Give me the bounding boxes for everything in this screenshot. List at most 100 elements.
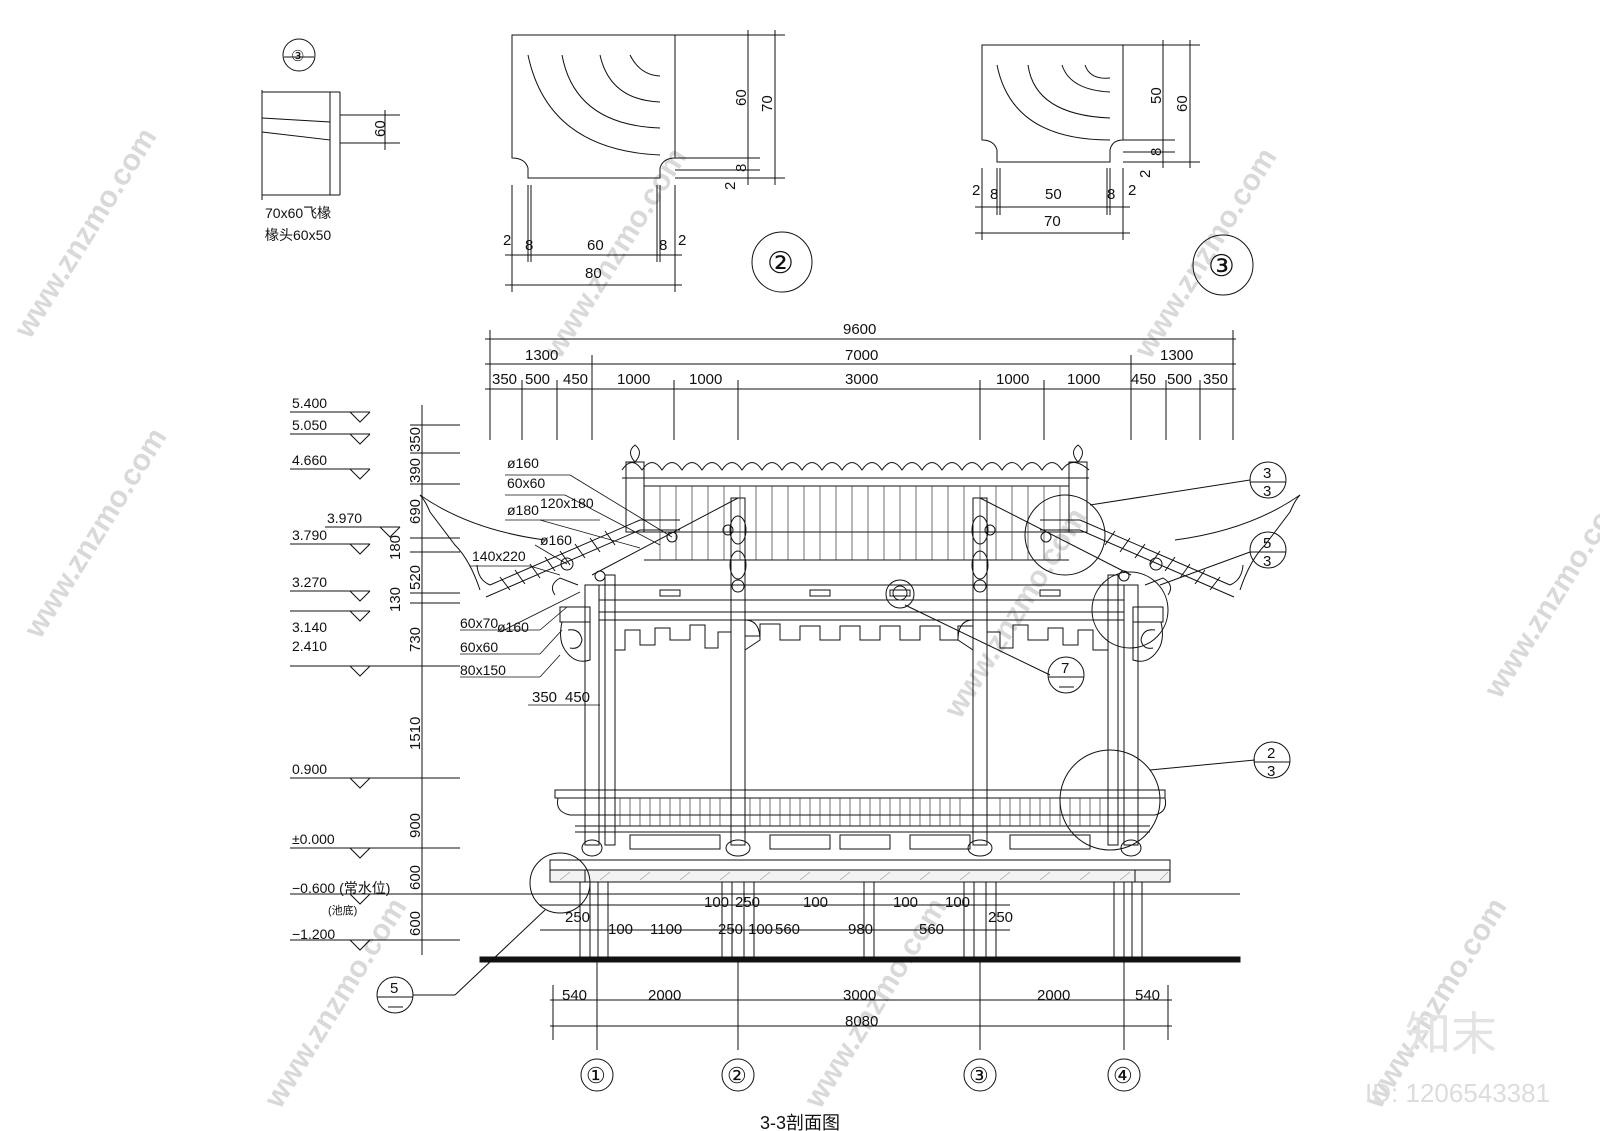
detail3-callout: ③	[1208, 250, 1235, 283]
brand-logo: 知末	[1405, 1008, 1497, 1060]
platform	[480, 860, 1240, 962]
base-dim: 980	[848, 921, 873, 938]
base-dim: 100	[748, 921, 773, 938]
member-note: 60x60	[460, 639, 498, 655]
elevation-label: −1.200	[292, 926, 335, 942]
note-leaders	[460, 475, 672, 705]
elevation-label: ±0.000	[292, 831, 335, 847]
watermark-site: www.znzmo.com	[7, 122, 163, 344]
base-dim: 250	[988, 909, 1013, 926]
base-dim: 100	[704, 894, 729, 911]
balustrade	[555, 790, 1166, 856]
image-id: ID: 1206543381	[1365, 1078, 1550, 1108]
base-dim: 100	[803, 894, 828, 911]
detail3-dim: 2	[972, 182, 980, 199]
text-layer: ③ 60 70x60飞椽 椽头60x50 60 70 8 2 2 8 60 8 …	[265, 48, 1275, 1131]
top-dim-2: 1300	[1160, 347, 1193, 364]
watermark-site: www.znzmo.com	[17, 422, 173, 644]
base-dim: 560	[919, 921, 944, 938]
grid-axis: ④	[1113, 1063, 1133, 1088]
member-note: ø160	[540, 532, 572, 548]
detail3-dim: 50	[1148, 87, 1165, 104]
vertical-dim: 1510	[407, 717, 424, 750]
detail2-callout: ②	[767, 247, 794, 280]
bottom-dim: 3000	[843, 987, 876, 1004]
member-note: ø160	[507, 455, 539, 471]
base-dim: 1100	[650, 921, 682, 938]
callout-num: 3	[1263, 465, 1271, 482]
top-dim-3: 3000	[845, 371, 878, 388]
member-note: 80x150	[460, 662, 506, 678]
vertical-dim: 900	[407, 813, 424, 838]
callout-sub: 3	[1263, 553, 1271, 570]
base-dim: 250	[735, 894, 760, 911]
watermark-site: www.znzmo.com	[537, 142, 693, 364]
detail-2-profile	[505, 30, 812, 292]
detail-rafter-dim: 60	[372, 120, 389, 137]
beams-and-lattice	[552, 578, 1170, 661]
top-dim-3: 1000	[1067, 371, 1100, 388]
member-note: 60x60	[507, 475, 545, 491]
detail2-dim: 60	[587, 237, 604, 254]
detail-rafter	[262, 39, 400, 200]
detail2-dim: 70	[759, 95, 776, 112]
bottom-overall: 8080	[845, 1013, 878, 1030]
detail2-dim: 80	[585, 265, 602, 282]
callout-sub: —	[1059, 678, 1074, 695]
detail-3-profile	[975, 40, 1253, 295]
columns	[561, 498, 1162, 845]
section-title: 3-3剖面图	[760, 1113, 840, 1131]
top-dim-3: 500	[525, 371, 550, 388]
elevation-label: −0.600 (常水位)	[292, 880, 390, 896]
detail3-dim: 8	[1107, 186, 1115, 203]
detail3-dim: 2	[1137, 170, 1154, 178]
detail-rafter-mark: ③	[291, 48, 304, 65]
grid-axis: ③	[969, 1063, 989, 1088]
callout-sub: 3	[1263, 483, 1271, 500]
vertical-dim: 130	[387, 587, 404, 612]
callout-sub: —	[388, 998, 403, 1015]
base-dim: 250	[565, 909, 590, 926]
elevation-label: 0.900	[292, 761, 327, 777]
elevation-label: 5.050	[292, 417, 327, 433]
callouts	[377, 462, 1290, 1013]
elevation-label: 3.270	[292, 574, 327, 590]
bottom-dim: 2000	[1037, 987, 1070, 1004]
vertical-dim: 390	[407, 458, 424, 483]
base-dim: 250	[718, 921, 743, 938]
detail3-dim: 8	[990, 186, 998, 203]
member-note: ø160	[497, 619, 529, 635]
elevation-label: 4.660	[292, 452, 327, 468]
callout-num: 7	[1061, 660, 1069, 677]
bottom-dim: 540	[562, 987, 587, 1004]
top-dimension-lines	[485, 330, 1236, 440]
watermark-site: www.znzmo.com	[1477, 482, 1600, 704]
detail2-dim: 8	[525, 237, 533, 254]
elevation-marks	[290, 405, 1240, 955]
elevation-label: 3.140	[292, 619, 327, 635]
base-dim: 560	[775, 921, 800, 938]
callout-num: 5	[390, 980, 398, 997]
grid-axis: ②	[727, 1063, 747, 1088]
detail2-dim: 2	[503, 232, 511, 249]
member-note: ø180	[507, 502, 539, 518]
top-dim-3: 450	[1131, 371, 1156, 388]
vertical-dim: 690	[407, 499, 424, 524]
callout-num: 2	[1267, 745, 1275, 762]
detail2-dim: 2	[678, 232, 686, 249]
grid-axis: ①	[586, 1063, 606, 1088]
top-dim-3: 500	[1167, 371, 1192, 388]
detail3-dim: 50	[1045, 186, 1062, 203]
detail2-dim: 2	[722, 182, 739, 190]
bottom-dim: 540	[1135, 987, 1160, 1004]
member-note: 60x70	[460, 615, 498, 631]
top-dim-2: 7000	[845, 347, 878, 364]
member-note: 140x220	[472, 548, 526, 564]
vertical-dim: 600	[407, 911, 424, 936]
elevation-label: 5.400	[292, 395, 327, 411]
bottom-dimensions	[550, 960, 1172, 1091]
top-dim-3: 350	[492, 371, 517, 388]
eave-dim: 450	[565, 689, 590, 706]
elevation-label: 3.790	[292, 527, 327, 543]
